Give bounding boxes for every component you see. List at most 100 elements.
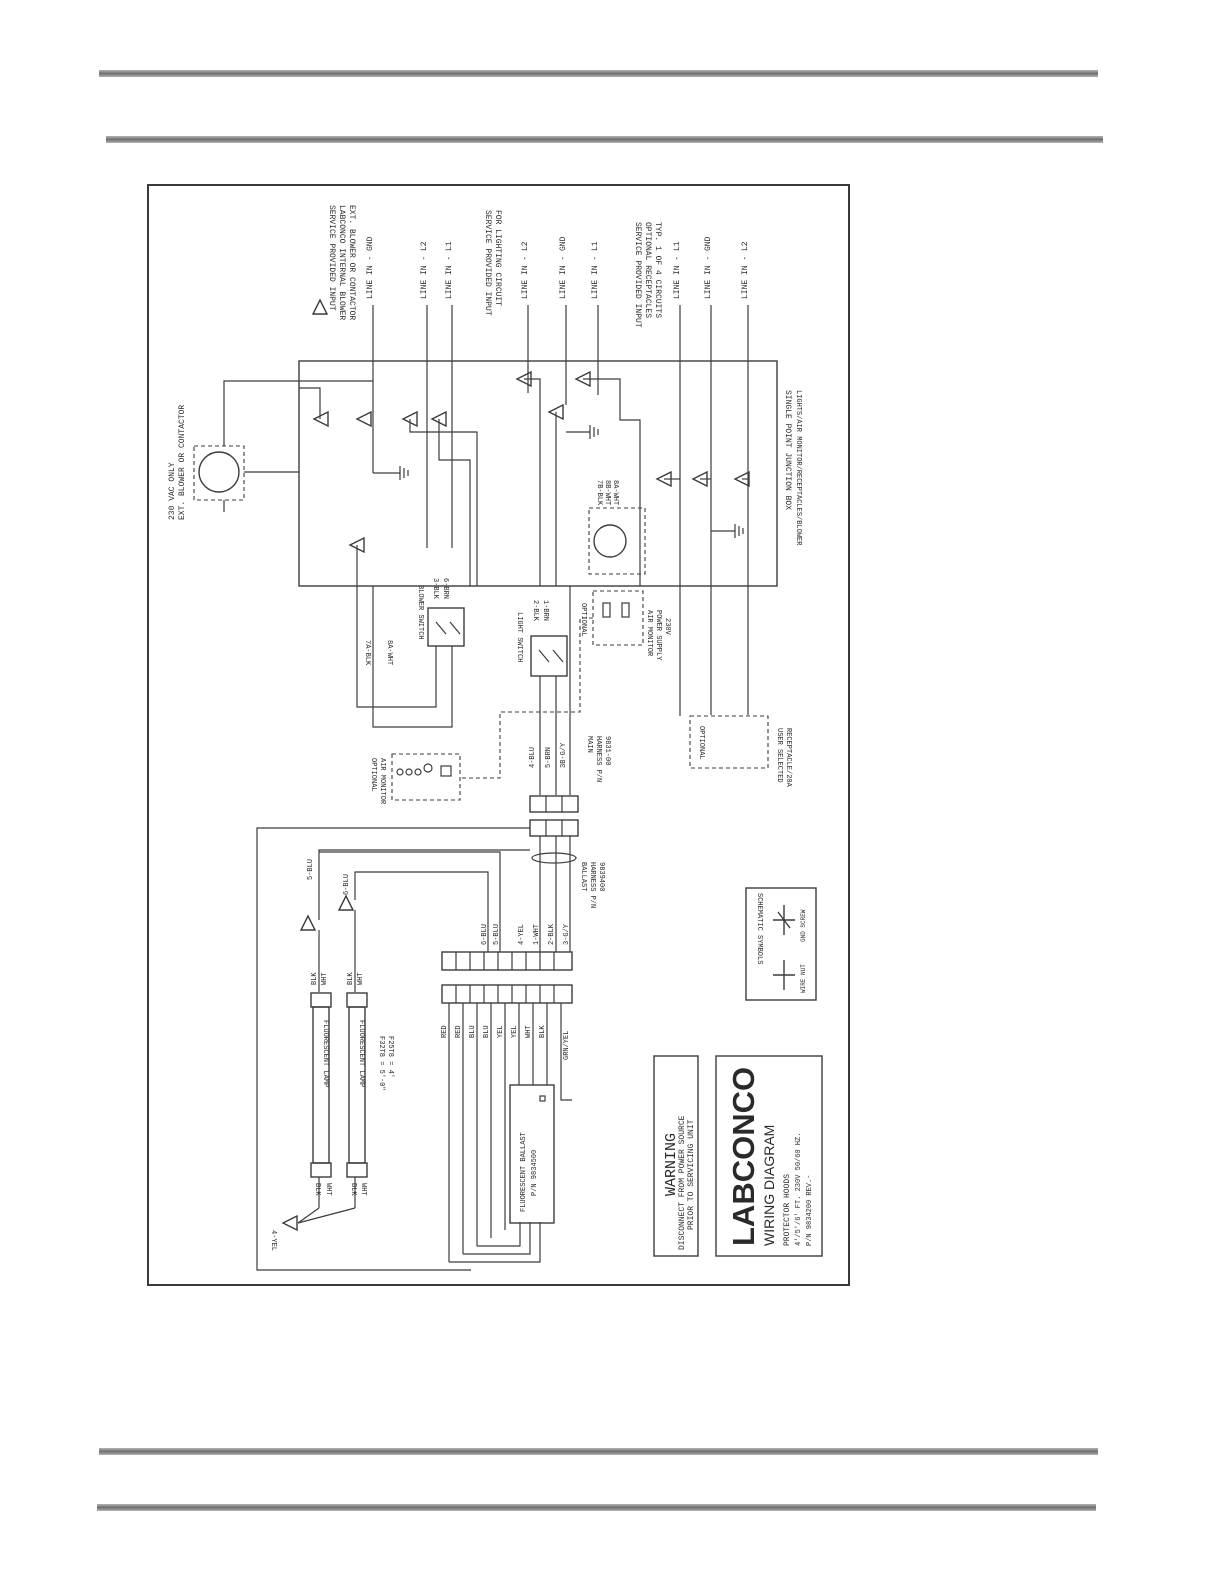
- title-block: [715, 1055, 823, 1257]
- plug-receptacle-icon: [593, 524, 627, 558]
- lamp-wire-2: 6-BLU: [343, 874, 351, 895]
- junction-wires: [299, 378, 748, 586]
- air-monitor-supply-4: 230V: [663, 618, 671, 636]
- plug-receptacle-box: [588, 507, 646, 575]
- lamp2-wire-nut: [337, 894, 355, 911]
- main-wire-2: 5-BRN: [545, 747, 553, 768]
- lamp2-end1-2: WHT: [357, 972, 365, 985]
- ground-symbols: [373, 425, 744, 538]
- ballast-harness-1: BALLAST: [579, 862, 587, 891]
- air-monitor-2: AIR MONITOR: [378, 758, 386, 805]
- air-monitor-box: [391, 753, 461, 801]
- user-recept-2: RECEPTACLE/20A: [784, 728, 792, 788]
- blower-switch: [427, 607, 465, 647]
- schematic-item-1: WIRE NUT: [800, 964, 807, 993]
- optional-receptacle-box: [689, 715, 769, 769]
- blower-wire-2: 8A-WHT: [385, 640, 393, 665]
- footer-rule-bottom: [97, 1504, 1096, 1511]
- terminal-right-2: 5-BLU: [493, 924, 501, 945]
- svc-recept-3: TYP. 1 OF 4 CIRCUITS: [653, 222, 662, 318]
- line-in-5: LINE IN - GND: [559, 236, 568, 299]
- header-rule-bottom: [106, 136, 1103, 143]
- light-switch: [530, 635, 568, 677]
- svc-recept-1: SERVICE PROVIDED INPUT: [633, 222, 642, 328]
- main-wire-1: 4-BLU: [529, 747, 537, 768]
- lamp2-label: FLUORESCENT LAMP: [357, 1020, 365, 1087]
- schematic-symbols-box: [745, 887, 817, 1001]
- fluorescent-ballast: [509, 1084, 555, 1224]
- air-monitor-1: OPTIONAL: [369, 758, 377, 792]
- line-in-1: LINE IN - GND: [366, 236, 375, 299]
- optional-box-label: OPTIONAL: [697, 726, 705, 760]
- lamp2-end2-2: WHT: [359, 1183, 367, 1196]
- terminal-right-6: 3-G/Y: [563, 923, 571, 945]
- main-wire-3: 3B-G/Y: [560, 742, 568, 768]
- line-in-6: LINE IN - L1: [591, 241, 600, 299]
- lamp1-end1-1: BLK: [311, 972, 319, 985]
- svc-light-2: FOR LIGHTING CIRCUIT: [493, 210, 502, 306]
- junction-box-label-1: SINGLE POINT JUNCTION BOX: [783, 390, 792, 510]
- lamp-wire-1: 5-BLU: [307, 859, 315, 880]
- warning-box: [653, 1055, 699, 1257]
- blower-motor-icon: [198, 451, 240, 493]
- ballast-harness-3: 9839400: [597, 862, 605, 891]
- terminal-right-4: 1-WHT: [533, 924, 541, 945]
- main-trunk-wires: [460, 586, 593, 795]
- light-switch-label: LIGHT SWITCH: [515, 612, 523, 662]
- plug-wire-2: 8B-WHT: [603, 480, 611, 505]
- warning-line-1: DISCONNECT FROM POWER SOURCE: [678, 1115, 687, 1250]
- terminal-left-1: RED: [441, 1025, 449, 1038]
- svc-light-1: SERVICE PROVIDED INPUT: [483, 210, 492, 316]
- plug-wire-3: 8A-WHT: [611, 480, 619, 505]
- terminal-strip-right: [441, 951, 573, 971]
- footer-rule-top: [99, 1448, 1098, 1455]
- model-line-1: PROTECTOR HOODS: [783, 1174, 792, 1246]
- air-monitor-supply: [592, 590, 644, 646]
- line-in-2: LINE IN - L2: [420, 241, 429, 299]
- air-monitor-supply-2: AIR MONITOR: [645, 610, 653, 657]
- line-in-7: LINE IN - L1: [673, 241, 682, 299]
- terminal-left-2: RED: [455, 1025, 463, 1038]
- gnd-screw-symbol-icon: [773, 905, 795, 935]
- line-in-4: LINE IN - L2: [521, 241, 530, 299]
- svc-blower-2: LABCONCO INTERNAL BLOWER: [337, 205, 346, 320]
- ballast-label-1: FLUORESCENT BALLAST: [520, 1132, 528, 1212]
- warning-title: WARNING: [663, 1133, 680, 1196]
- user-recept-1: USER SELECTED: [775, 728, 783, 783]
- lamp1-label: FLUORESCENT LAMP: [321, 1020, 329, 1087]
- blower-switch-wire-2: 6-BRN: [441, 578, 449, 599]
- terminal-right-1: 6-BLU: [481, 924, 489, 945]
- terminal-left-4: BLU: [483, 1025, 491, 1038]
- ballast-label-2: P/N 9834500: [531, 1150, 539, 1196]
- lamp-end-wire-nut: [281, 1214, 298, 1232]
- light-switch-wire-1: 2-BLK: [531, 600, 539, 622]
- ballast-wires: [448, 1003, 572, 1263]
- lamp2-end1-1: BLK: [347, 972, 355, 985]
- terminal-left-7: WHT: [525, 1025, 533, 1038]
- terminal-left-6: YEL: [511, 1025, 519, 1038]
- main-harness-2: HARNESS P/N: [594, 736, 602, 782]
- fluorescent-lamp-2: [348, 1006, 366, 1164]
- terminal-left-5: YEL: [497, 1025, 505, 1038]
- warning-line-2: PRIOR TO SERVICING UNIT: [687, 1119, 696, 1230]
- lamp2-end2-1: BLK: [349, 1183, 357, 1196]
- terminal-left-9: GRN/YEL: [563, 1031, 571, 1060]
- connector-blocks: [256, 795, 579, 1271]
- main-harness-1: MAIN: [585, 736, 593, 753]
- terminal-left-3: BLU: [469, 1025, 477, 1038]
- air-monitor-supply-3: POWER SUPPLY: [654, 610, 662, 661]
- blower-box: [193, 445, 245, 501]
- svc-blower-3: EXT. BLOWER OR CONTACTOR: [347, 205, 356, 320]
- junction-box-label-2: LIGHTS/AIR MONITOR/RECEPTACLES/BLOWER: [794, 390, 802, 546]
- plug-wire-1: 7B-BLK: [595, 480, 603, 506]
- lamp1-end2-1: BLK: [313, 1183, 321, 1196]
- blower-switch-label: BLOWER SWITCH: [416, 585, 424, 640]
- blower-switch-wire-1: 3-BLK: [431, 578, 439, 600]
- wire-nuts: [311, 298, 750, 554]
- fluorescent-lamp-1: [312, 1006, 330, 1164]
- lamp1-end1-2: WHT: [321, 972, 329, 985]
- lamp1-wire-nut: [299, 914, 317, 931]
- terminal-right-3: 4-YEL: [518, 924, 526, 945]
- yel-wire-label: 4-YEL: [269, 1230, 277, 1251]
